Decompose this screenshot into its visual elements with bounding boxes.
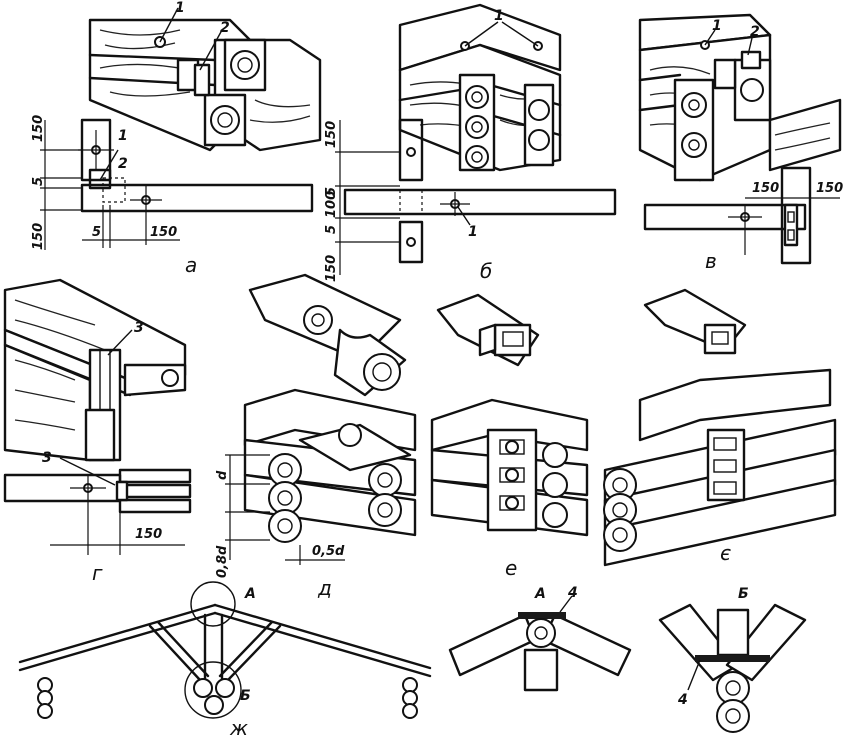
fig-b-isometric: 1 bbox=[398, 3, 562, 172]
callout-1-a: 1 bbox=[175, 0, 185, 16]
callout-1-v: 1 bbox=[712, 18, 722, 34]
dim-100-b: 100 bbox=[324, 191, 339, 218]
callout-4-B: 4 bbox=[677, 692, 688, 708]
fig-e-corner: е bbox=[430, 398, 589, 580]
callout-3-g-plan: 3 bbox=[42, 450, 52, 466]
fig-b-plan: 1 150 5 100 5 150 б bbox=[324, 118, 617, 283]
fig-g-plan: 3 150 г bbox=[3, 450, 192, 585]
label-b: б bbox=[480, 259, 492, 283]
fig-d-corner: d 0,8d 0,5d д bbox=[215, 388, 417, 600]
dim-150-v-right: 150 bbox=[816, 181, 843, 196]
label-v: в bbox=[705, 249, 717, 273]
label-B-ref: Б bbox=[240, 688, 251, 704]
fig-zh-truss: А Б ж bbox=[18, 581, 432, 739]
fig-e-detail bbox=[436, 293, 540, 367]
label-A-ref: А bbox=[244, 586, 256, 602]
fig-ye-corner: є bbox=[603, 368, 837, 567]
callout-1-a-plan: 1 bbox=[118, 128, 128, 144]
dim-5-b-top: 5 bbox=[324, 187, 339, 196]
dim-5-a: 5 bbox=[31, 177, 46, 186]
label-g: г bbox=[92, 561, 103, 585]
callout-2-v: 2 bbox=[750, 24, 760, 40]
detail-B: 4 Б bbox=[658, 586, 807, 733]
fig-a-plan: 1 2 150 5 150 5 150 а bbox=[31, 115, 314, 277]
label-A-detail: А bbox=[534, 586, 546, 602]
detail-A: 4 А bbox=[448, 585, 632, 692]
callout-1-b: 1 bbox=[494, 8, 504, 24]
fig-ye-detail bbox=[643, 288, 747, 355]
label-ye: є bbox=[720, 541, 731, 565]
dim-150-b-top: 150 bbox=[324, 121, 339, 148]
dim-5-a-bottom: 5 bbox=[92, 225, 101, 240]
callout-2-a: 2 bbox=[220, 20, 230, 36]
fig-v-plan: 150 150 в bbox=[643, 166, 843, 273]
label-d: д bbox=[317, 576, 332, 600]
label-zh: ж bbox=[229, 716, 248, 739]
label-B-detail: Б bbox=[738, 586, 749, 602]
dim-d: d bbox=[215, 470, 230, 480]
dim-150-b-bottom: 150 bbox=[324, 255, 339, 282]
dim-5-b-bottom: 5 bbox=[324, 225, 339, 234]
dim-08d: 0,8d bbox=[215, 545, 230, 578]
callout-4-A: 4 bbox=[567, 585, 578, 601]
fig-v-isometric: 1 2 bbox=[638, 13, 842, 182]
fig-a-isometric: 1 2 bbox=[88, 0, 322, 152]
callout-2-a-plan: 2 bbox=[118, 156, 128, 172]
fig-d-detail bbox=[248, 273, 407, 397]
callout-1-b-plan: 1 bbox=[468, 224, 478, 240]
callout-3-g: 3 bbox=[134, 320, 144, 336]
dim-05d: 0,5d bbox=[312, 544, 345, 559]
dim-150-a-top: 150 bbox=[31, 115, 46, 142]
dim-150-a-right: 150 bbox=[150, 225, 177, 240]
label-e: е bbox=[505, 556, 517, 580]
label-a: а bbox=[185, 253, 197, 277]
dim-150-v-left: 150 bbox=[752, 181, 779, 196]
dim-150-g: 150 bbox=[135, 527, 162, 542]
fig-g-isometric: 3 bbox=[3, 278, 187, 462]
dim-150-a-bottom: 150 bbox=[31, 223, 46, 250]
